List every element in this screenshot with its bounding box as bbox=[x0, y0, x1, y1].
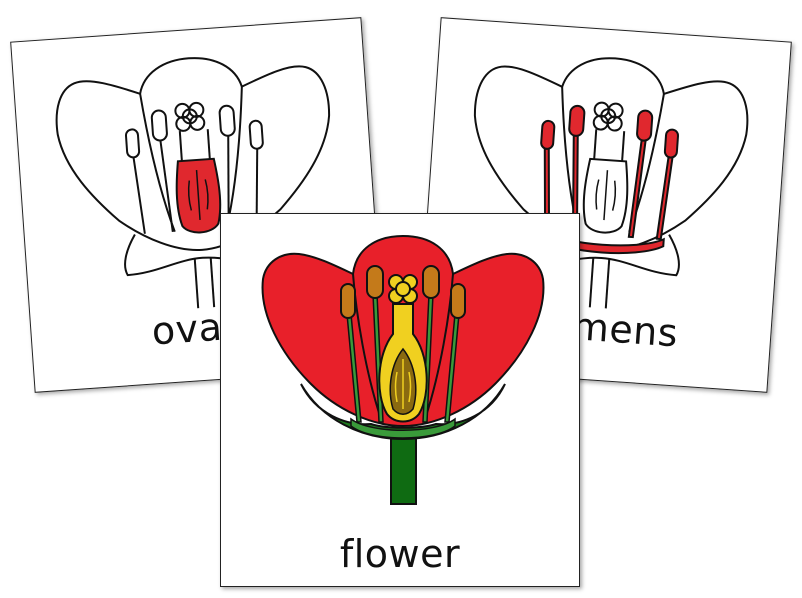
flower-card: flower bbox=[220, 213, 580, 587]
card-label: flower bbox=[339, 532, 461, 576]
flower-color-illustration bbox=[261, 234, 545, 505]
flower-outline-ovary-illustration bbox=[55, 57, 331, 309]
flower-outline-stamens-illustration bbox=[473, 57, 749, 309]
ovary-card: ovary bbox=[10, 17, 386, 393]
anthers bbox=[340, 265, 466, 319]
stamens-card: stamens bbox=[416, 17, 792, 393]
stem bbox=[390, 433, 417, 505]
